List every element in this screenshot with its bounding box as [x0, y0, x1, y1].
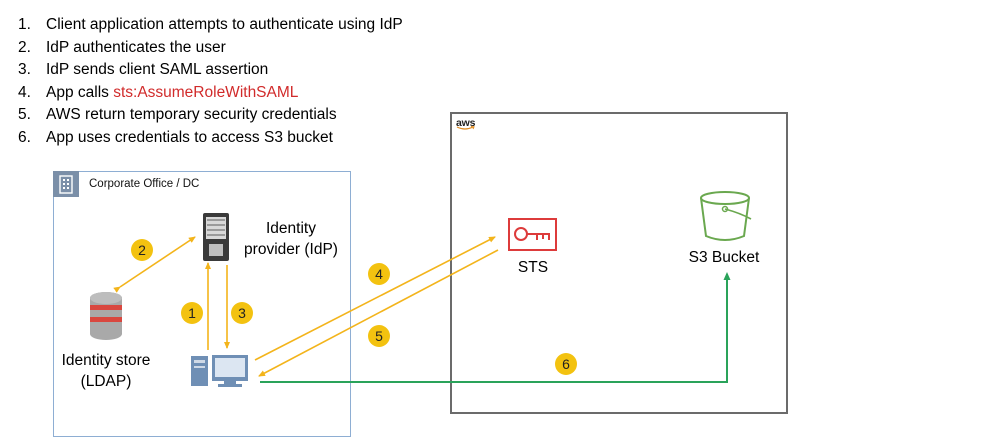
steps-list: 1.Client application attempts to authent… — [18, 14, 403, 150]
arrow-2 — [113, 236, 196, 293]
bucket-icon — [700, 191, 752, 241]
assume-role-highlight: sts:AssumeRoleWithSAML — [113, 83, 299, 101]
s3-bucket-label: S3 Bucket — [688, 249, 760, 266]
aws-cloud-box — [450, 112, 788, 414]
idp-label-line2: provider (IdP) — [244, 241, 338, 258]
arrow-6 — [260, 272, 731, 383]
aws-logo: aws — [456, 117, 476, 130]
badge-step-1: 1 — [181, 302, 203, 324]
badge-step-6: 6 — [555, 353, 577, 375]
corporate-office-label: Corporate Office / DC — [89, 178, 200, 190]
badge-step-3: 3 — [231, 302, 253, 324]
step-4: 4.App calls sts:AssumeRoleWithSAML — [18, 83, 299, 101]
server-icon — [203, 213, 229, 261]
key-icon — [508, 218, 557, 251]
idp-label: Identity provider (IdP) — [236, 218, 346, 260]
arrow-4 — [254, 236, 496, 361]
badge-step-5: 5 — [368, 325, 390, 347]
idp-label-line1: Identity — [266, 220, 316, 237]
step-1: 1.Client application attempts to authent… — [18, 16, 403, 33]
step-6: 6.App uses credentials to access S3 buck… — [18, 128, 333, 146]
identity-store-label: Identity store (LDAP) — [47, 350, 165, 392]
computer-icon — [191, 355, 248, 387]
database-icon — [90, 292, 122, 340]
step-5: 5.AWS return temporary security credenti… — [18, 106, 337, 124]
building-icon — [53, 171, 79, 197]
identity-store-line1: Identity store — [61, 352, 151, 369]
badge-step-2: 2 — [131, 239, 153, 261]
sts-label: STS — [517, 259, 549, 276]
step-2: 2.IdP authenticates the user — [18, 38, 226, 56]
corporate-office-box — [53, 171, 351, 437]
badge-step-4: 4 — [368, 263, 390, 285]
identity-store-line2: (LDAP) — [80, 373, 132, 390]
arrow-5 — [258, 249, 499, 377]
step-3: 3.IdP sends client SAML assertion — [18, 61, 269, 79]
